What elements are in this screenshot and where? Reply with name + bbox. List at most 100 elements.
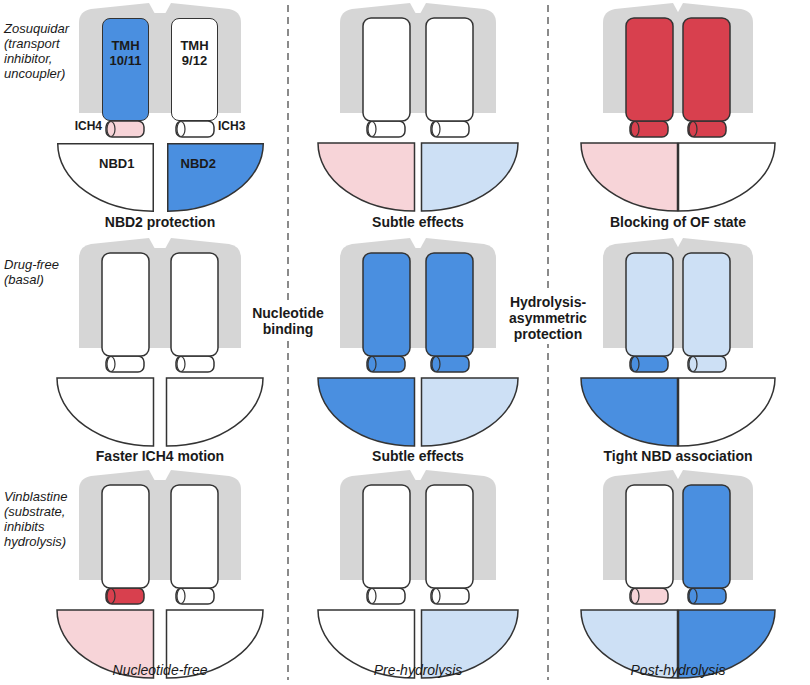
half-transporter [581, 470, 679, 678]
tmh-box [626, 253, 673, 356]
ich-cylinder [432, 589, 440, 604]
ich-cylinder [630, 356, 668, 372]
membrane-band [153, 248, 167, 348]
ich-cylinder [368, 357, 376, 372]
transporter-cartoon [318, 238, 518, 446]
nbd-outline [57, 143, 154, 212]
ich-cylinder [176, 588, 214, 604]
ich-cylinder [176, 121, 214, 137]
state-label: Pre-hydrolysis [374, 662, 463, 678]
membrane-band [153, 480, 167, 580]
tmh-box: TMH 9/12 [171, 18, 218, 121]
half-transporter [581, 238, 679, 446]
tmh-box [426, 485, 473, 588]
effect-caption: Subtle effects [372, 448, 464, 464]
nbd-shape [318, 378, 415, 446]
effect-caption: Tight NBD association [603, 448, 752, 464]
ich-cylinder [368, 589, 376, 604]
ich-cylinder [367, 588, 405, 604]
tmh-box [363, 18, 410, 121]
half-transporter [166, 470, 264, 678]
ich-cylinder [107, 122, 115, 137]
transition-label: Hydrolysis-asymmetric protection [501, 292, 595, 344]
ich-cylinder [432, 122, 440, 137]
ich-cylinder [631, 357, 639, 372]
ich-cylinder [107, 589, 115, 604]
ich-cylinder [177, 122, 185, 137]
ich-cylinder [630, 588, 668, 604]
half-transporter [421, 470, 519, 678]
half-transporter [166, 238, 264, 446]
ich-cylinder [177, 589, 185, 604]
nbd-shape [581, 378, 678, 446]
row-label: Zosuquidar (transport inhibitor, uncoupl… [4, 22, 78, 82]
tmh-box [171, 253, 218, 356]
ich-cylinder [631, 122, 639, 137]
ich-cylinder [688, 356, 726, 372]
half-transporter [678, 470, 776, 678]
tmh-box [426, 253, 473, 356]
tmh-box [363, 253, 410, 356]
tmh-box [626, 18, 673, 121]
tmh-box [363, 485, 410, 588]
tmh-box [626, 485, 673, 588]
row-label: Vinblastine (substrate, inhibits hydroly… [4, 490, 78, 550]
part-label: TMH 10/11 [103, 39, 148, 69]
nbd-shape [58, 144, 154, 212]
tmh-box: TMH 10/11 [102, 18, 149, 121]
ich-cylinder [689, 122, 697, 137]
row-label: Drug-free (basal) [4, 258, 78, 288]
half-transporter [57, 470, 155, 678]
ich-cylinder [177, 357, 185, 372]
nbd-shape [422, 378, 519, 446]
tmh-box [683, 253, 730, 356]
transporter-cartoon [57, 238, 263, 446]
nbd-outline [167, 143, 264, 212]
half-transporter [318, 238, 416, 446]
nbd-shape [318, 143, 415, 211]
nbd-shape [167, 378, 264, 446]
transporter-cartoon [581, 470, 775, 678]
part-label: NBD1 [99, 157, 134, 172]
ich-cylinder [431, 356, 469, 372]
ich-cylinder [631, 589, 639, 604]
ich-cylinder [106, 121, 144, 137]
tmh-box [102, 485, 149, 588]
ich-cylinder [107, 357, 115, 372]
transporter-cartoon [581, 3, 775, 211]
ich-cylinder [630, 121, 668, 137]
ich-cylinder [689, 357, 697, 372]
half-transporter [166, 3, 242, 137]
tmh-box [683, 485, 730, 588]
state-label: Post-hydrolysis [631, 662, 726, 678]
nbd-shape [167, 144, 263, 212]
ich-cylinder [431, 588, 469, 604]
transporter-cartoon [581, 238, 775, 446]
half-transporter [581, 3, 679, 211]
tmh-box [171, 485, 218, 588]
ich-cylinder [688, 121, 726, 137]
half-transporter [421, 3, 519, 211]
ich-cylinder [106, 356, 144, 372]
nbd-shape [57, 378, 154, 446]
tmh-box [426, 18, 473, 121]
divider-line [287, 5, 289, 680]
nbd-shape [679, 143, 776, 211]
effect-caption: NBD2 protection [105, 214, 215, 230]
ich-cylinder [368, 122, 376, 137]
ich-cylinder [106, 588, 144, 604]
half-transporter [79, 3, 155, 137]
nbd-shape [581, 143, 678, 211]
effect-caption: Subtle effects [372, 214, 464, 230]
ich-cylinder [688, 588, 726, 604]
ich-cylinder [367, 121, 405, 137]
nbd-shape: NBD1 [57, 143, 154, 212]
part-label: NBD2 [181, 157, 216, 172]
state-label: Nucleotide-free [113, 662, 208, 678]
membrane-band [153, 13, 167, 113]
ich-cylinder [367, 356, 405, 372]
half-transporter [678, 238, 776, 446]
ich-cylinder [432, 357, 440, 372]
nbd-shape [679, 378, 776, 446]
